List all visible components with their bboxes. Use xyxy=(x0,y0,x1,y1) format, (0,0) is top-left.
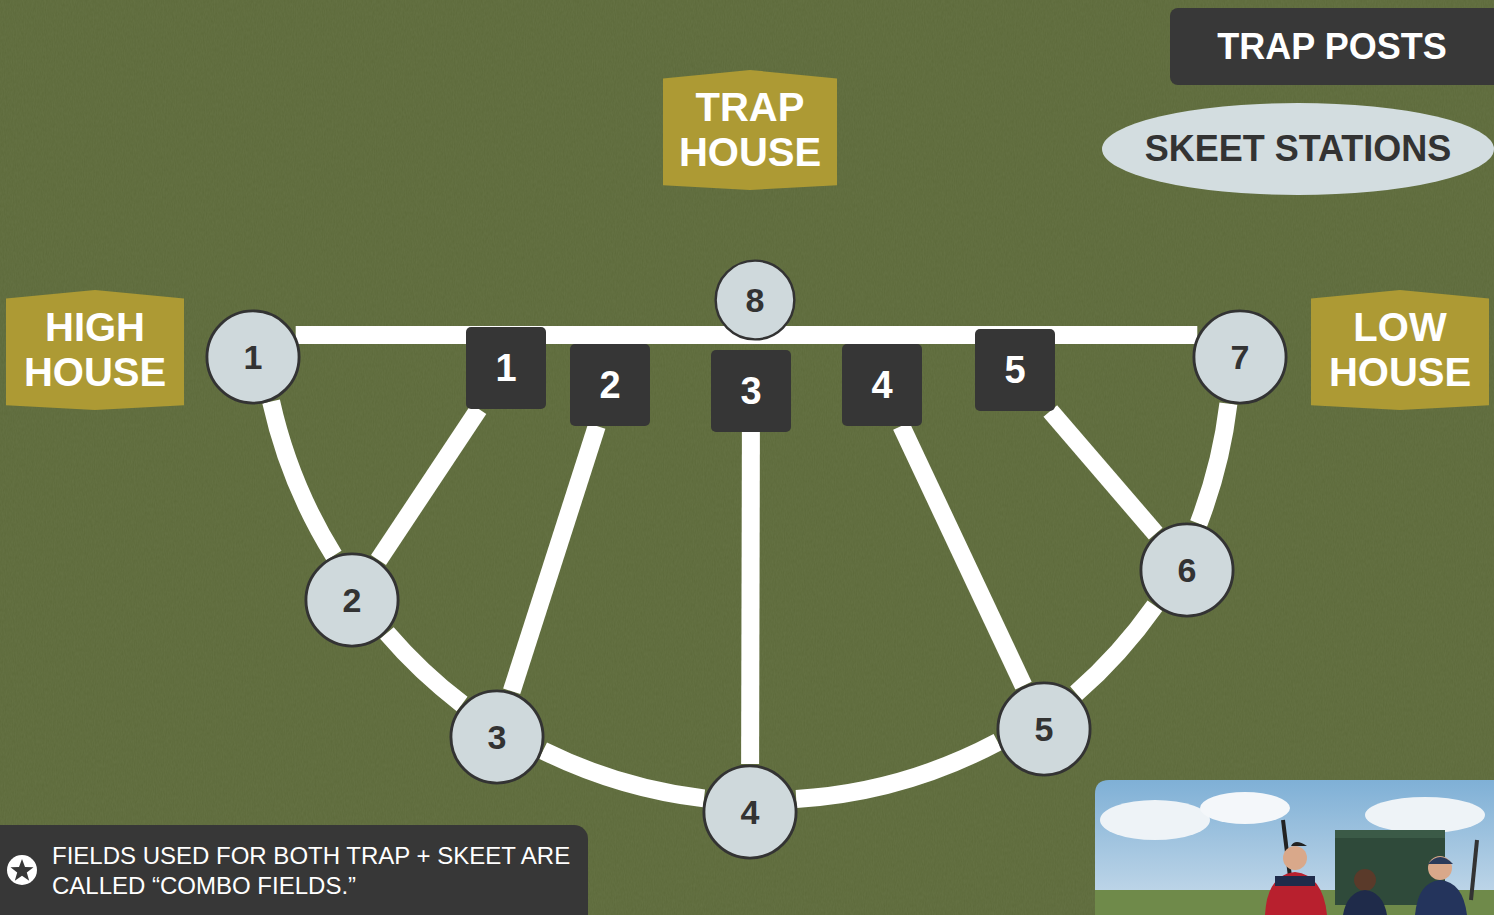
skeet-station: 1 xyxy=(205,309,301,405)
text-stack: 2 xyxy=(599,364,620,407)
range-path xyxy=(741,432,760,764)
skeet-station: 5 xyxy=(996,681,1092,777)
trap-post: 3 xyxy=(711,350,791,432)
legend-box: TRAP POSTS xyxy=(1170,8,1494,85)
note-text: FIELDS USED FOR BOTH TRAP + SKEET ARE CA… xyxy=(52,841,572,901)
house-sign: HIGH HOUSE xyxy=(6,290,184,410)
text-stack: 2 xyxy=(343,581,362,620)
station-number: 5 xyxy=(1004,349,1025,392)
trap-post: 4 xyxy=(842,344,922,426)
skeet-station: 4 xyxy=(702,764,798,860)
station-number: 6 xyxy=(1178,551,1197,590)
legend-text: SKEET STATIONS xyxy=(1145,128,1452,170)
station-number: 4 xyxy=(871,364,892,407)
range-path xyxy=(512,426,597,691)
trap-post: 1 xyxy=(466,327,546,409)
sign-outline xyxy=(663,70,837,190)
station-outline xyxy=(306,554,398,646)
text-stack: 5 xyxy=(1035,710,1054,749)
legend-ellipse: SKEET STATIONS xyxy=(1102,103,1494,195)
station-outline xyxy=(998,683,1090,775)
text-stack: 3 xyxy=(488,718,507,757)
text-stack: 1 xyxy=(495,347,516,390)
station-number: 8 xyxy=(746,281,765,320)
sign-label: TRAP HOUSE xyxy=(673,85,827,175)
skeet-station: 6 xyxy=(1139,522,1235,618)
text-stack: 6 xyxy=(1178,551,1197,590)
station-number: 1 xyxy=(495,347,516,390)
station-number: 3 xyxy=(488,718,507,757)
text-stack: 4 xyxy=(741,793,760,832)
sign-label: HIGH HOUSE xyxy=(16,305,174,395)
skeet-station: 3 xyxy=(449,689,545,785)
station-outline xyxy=(716,261,795,340)
text-stack: 8 xyxy=(746,281,765,320)
range-path xyxy=(379,409,479,560)
station-outline xyxy=(451,691,543,783)
range-path xyxy=(901,426,1023,686)
house-sign: LOW HOUSE xyxy=(1311,290,1489,410)
range-path xyxy=(387,633,462,704)
sign-outline xyxy=(6,290,184,410)
skeet-station: 7 xyxy=(1192,309,1288,405)
range-path xyxy=(1076,606,1155,694)
note-panel: FIELDS USED FOR BOTH TRAP + SKEET ARE CA… xyxy=(0,825,588,915)
text-stack: 5 xyxy=(1004,349,1025,392)
team-photo xyxy=(1095,780,1494,915)
house-sign: TRAP HOUSE xyxy=(663,70,837,190)
text-stack: LOW HOUSE xyxy=(1321,305,1479,395)
station-number: 1 xyxy=(244,338,263,377)
range-path xyxy=(271,402,334,556)
range-path xyxy=(1199,404,1229,524)
station-number: 4 xyxy=(741,793,760,832)
station-outline xyxy=(207,311,299,403)
trap-post: 5 xyxy=(975,329,1055,411)
range-path xyxy=(796,742,998,799)
station-outline xyxy=(704,766,796,858)
text-stack: HIGH HOUSE xyxy=(16,305,174,395)
station-number: 2 xyxy=(343,581,362,620)
range-path xyxy=(1050,411,1155,534)
station-number: 3 xyxy=(740,370,761,413)
text-stack: 4 xyxy=(871,364,892,407)
station-outline xyxy=(1141,524,1233,616)
skeet-station: 8 xyxy=(714,259,796,341)
sign-label: LOW HOUSE xyxy=(1321,305,1479,395)
range-path xyxy=(543,751,704,799)
text-stack: 3 xyxy=(740,370,761,413)
station-number: 2 xyxy=(599,364,620,407)
skeet-station: 2 xyxy=(304,552,400,648)
legend-text: TRAP POSTS xyxy=(1217,26,1446,68)
station-number: 7 xyxy=(1231,338,1250,377)
trap-post: 2 xyxy=(570,344,650,426)
text-stack: 7 xyxy=(1231,338,1250,377)
text-stack: TRAP HOUSE xyxy=(673,85,827,175)
sign-outline xyxy=(1311,290,1489,410)
station-number: 5 xyxy=(1035,710,1054,749)
text-stack: 1 xyxy=(244,338,263,377)
star-icon xyxy=(6,854,38,886)
station-outline xyxy=(1194,311,1286,403)
